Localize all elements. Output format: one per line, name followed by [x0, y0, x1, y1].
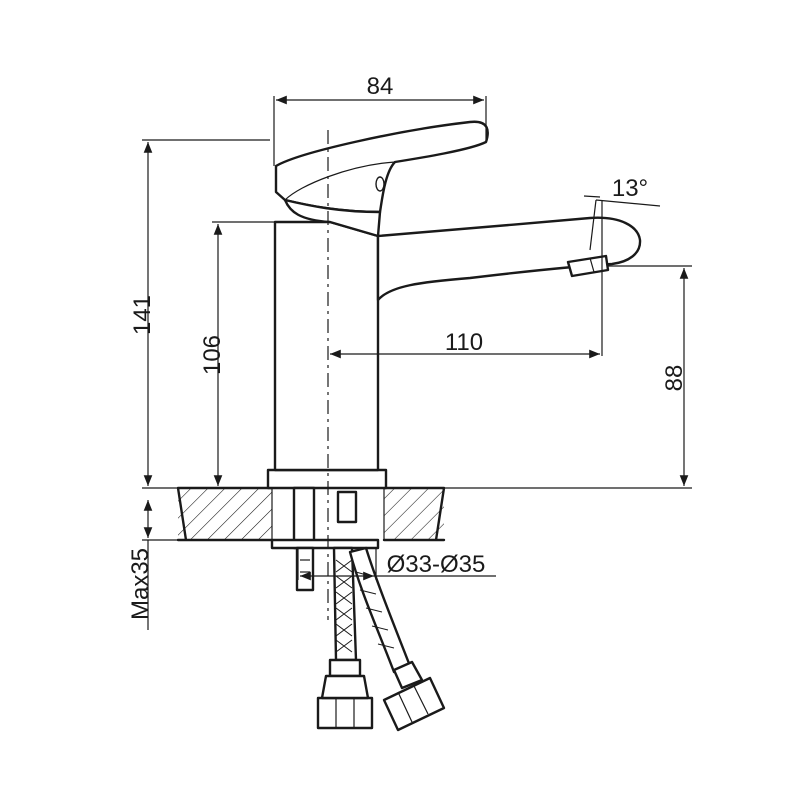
faucet-body	[266, 120, 642, 490]
dim-spout-height: 88	[661, 365, 688, 392]
extension-lines	[142, 96, 692, 580]
dim-total-height: 141	[129, 295, 156, 335]
dim-spout-reach: 110	[445, 329, 483, 356]
dim-mount-hole: Ø33-Ø35	[387, 551, 486, 578]
dimension-labels: 84 141 106 110 88 13° Ø33-Ø35 Max35	[127, 73, 688, 620]
dimension-lines	[143, 95, 689, 630]
dim-spout-angle: 13°	[612, 175, 648, 202]
dim-body-height: 106	[199, 335, 226, 375]
mounting-hardware	[270, 486, 380, 592]
countertop-section	[176, 486, 446, 542]
dim-width-top: 84	[367, 73, 394, 100]
dim-max-counter: Max35	[127, 548, 154, 620]
